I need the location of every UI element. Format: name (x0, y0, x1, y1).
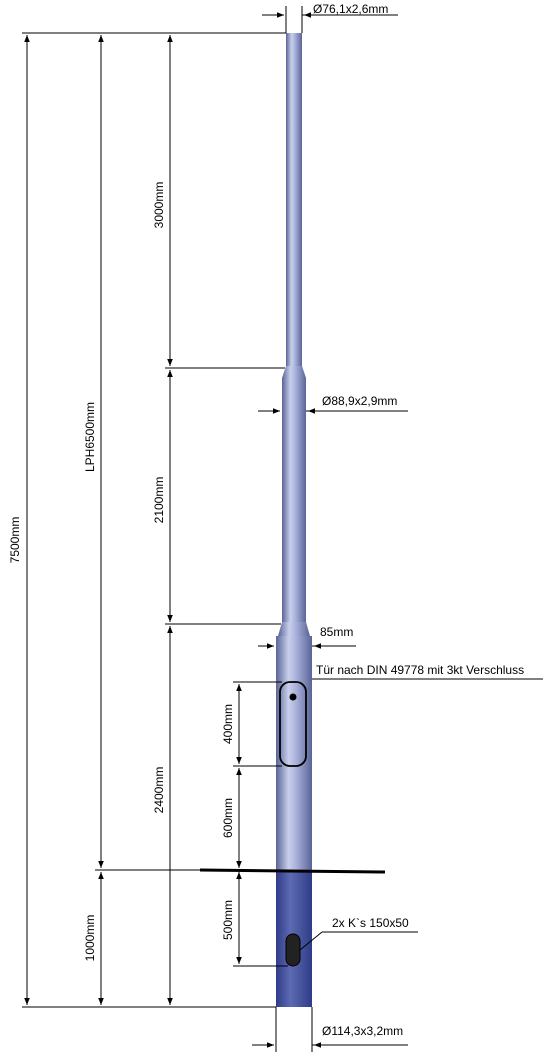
pole-lower-section (276, 636, 312, 870)
dimension-cable-offset-label: 500mm (221, 900, 235, 940)
door-annotation: Tür nach DIN 49778 mit 3kt Verschluss (312, 663, 543, 680)
dimension-door-offset: 600mm (221, 768, 242, 868)
diameter-top: Ø76,1x2,6mm (262, 2, 398, 18)
door-opening (279, 681, 307, 767)
dimension-buried-label: 1000mm (83, 915, 97, 962)
extension-lines (22, 6, 313, 1052)
cable-entry-annotation: 2x K`s 150x50 (299, 916, 418, 951)
dimension-middle-section: 2100mm (152, 370, 173, 622)
dimension-door-height-label: 400mm (221, 704, 235, 744)
dimension-cable-offset: 500mm (221, 872, 242, 964)
diameter-middle-label: Ø88,9x2,9mm (322, 394, 397, 408)
dimension-buried: 1000mm (83, 872, 104, 1005)
door-lock-icon (289, 693, 297, 701)
dimension-total: 7500mm (8, 35, 30, 1005)
diameter-middle: Ø88,9x2,9mm (258, 394, 408, 414)
pole-transition-lower (278, 622, 310, 636)
dimension-lph: LPH6500mm (83, 35, 104, 868)
collar-label: 85mm (320, 625, 353, 639)
pole-transition-upper (282, 366, 306, 378)
cable-entry-label: 2x K`s 150x50 (332, 916, 409, 930)
diameter-top-label: Ø76,1x2,6mm (313, 2, 388, 16)
dimension-lower-section-label: 2400mm (152, 767, 166, 814)
dimension-upper-section: 3000mm (152, 35, 173, 366)
pole (276, 33, 312, 1007)
collar-callout: 85mm (258, 625, 356, 649)
dimension-door-height: 400mm (221, 684, 242, 764)
dimension-middle-section-label: 2100mm (152, 477, 166, 524)
dimension-lower-section: 2400mm (152, 626, 173, 1005)
diameter-bottom-label: Ø114,3x3,2mm (322, 1024, 403, 1038)
diameter-bottom: Ø114,3x3,2mm (252, 1024, 408, 1048)
pole-middle-section (282, 378, 306, 622)
dimension-total-label: 7500mm (8, 517, 22, 564)
dimension-upper-section-label: 3000mm (152, 182, 166, 229)
dimension-door-offset-label: 600mm (221, 798, 235, 838)
cable-entry-opening (285, 933, 301, 967)
door-annotation-label: Tür nach DIN 49778 mit 3kt Verschluss (316, 663, 524, 677)
dimension-lph-label: LPH6500mm (83, 402, 97, 472)
pole-upper-section (286, 33, 302, 366)
